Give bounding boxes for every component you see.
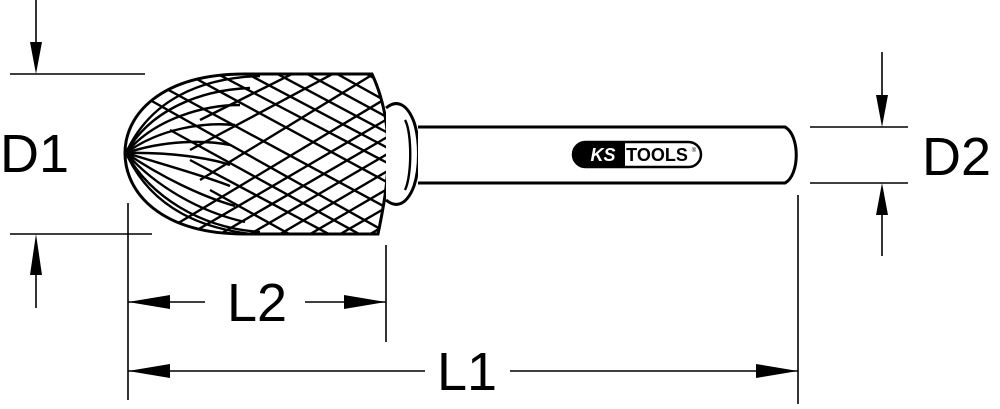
dimension-d1 [10,0,152,308]
label-l1: L1 [437,342,497,402]
label-l2: L2 [227,273,287,333]
logo-tools: TOOLS [626,145,688,165]
dimension-l2 [127,203,387,400]
logo-ks: KS [590,145,615,165]
burr-neck [385,102,420,206]
dimension-l1 [128,195,799,404]
ks-tools-logo: KS TOOLS ® [571,140,703,169]
label-d2: D2 [922,127,991,187]
logo-registered-mark: ® [692,147,697,154]
dimension-d2 [810,52,908,256]
burr-head [123,72,390,236]
label-d1: D1 [0,124,69,184]
